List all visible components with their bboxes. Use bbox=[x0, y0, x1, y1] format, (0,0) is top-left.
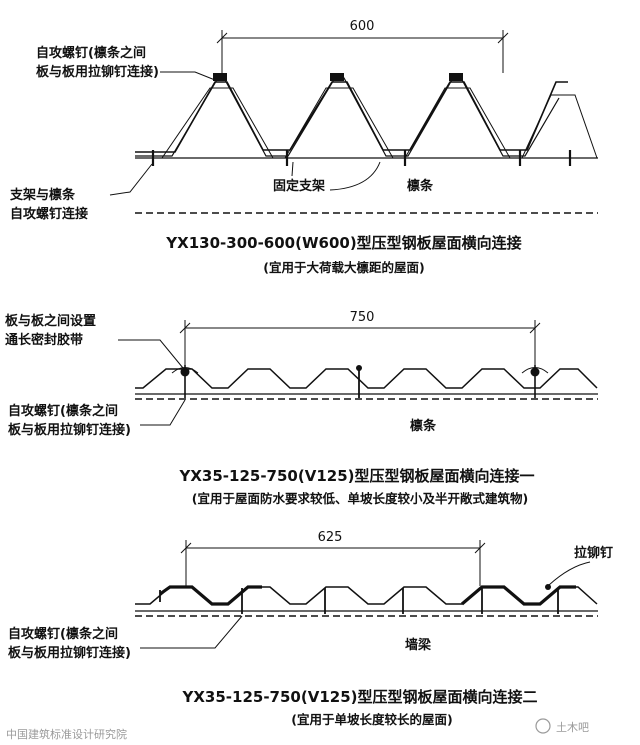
section-2-v125-profile-1: 750 板与板之间设置 通长密封胶带 自攻螺钉(檩条之间 板与板用拉铆钉连接) … bbox=[5, 310, 598, 506]
fastener-label-line1: 自攻螺钉(檩条之间 bbox=[8, 626, 118, 642]
fixed-support-leader-2 bbox=[329, 161, 381, 191]
fastener-label-line1: 自攻螺钉(檩条之间 bbox=[8, 403, 118, 419]
fastener-label-line2: 板与板用拉铆钉连接) bbox=[36, 64, 159, 80]
bracket-leader bbox=[109, 163, 153, 196]
rivet-label: 拉铆钉 bbox=[574, 545, 613, 561]
section-3-note: (宜用于单坡长度较长的屋面) bbox=[291, 712, 452, 727]
purlin-label: 檩条 bbox=[407, 178, 434, 194]
dimension-label: 600 bbox=[350, 19, 375, 34]
sheet-profile-back bbox=[150, 87, 598, 159]
dimension-label: 625 bbox=[318, 530, 343, 545]
wechat-icon bbox=[535, 718, 551, 734]
section-3-v125-profile-2: 625 拉铆钉 自攻螺钉(檩条之间 板与板用拉铆钉连接) 墙梁 YX35-125… bbox=[8, 530, 613, 727]
dimension-label: 750 bbox=[350, 310, 375, 325]
fastener-leader bbox=[140, 399, 186, 426]
fastener-leader bbox=[140, 615, 243, 649]
ridge-fastener-2 bbox=[330, 73, 344, 81]
seal-leader bbox=[118, 339, 184, 369]
rivet-leader bbox=[548, 561, 591, 586]
section-2-title: YX35-125-750(V125)型压型钢板屋面横向连接一 bbox=[178, 467, 534, 485]
wall-beam-label: 墙梁 bbox=[405, 637, 432, 653]
fastener-marks bbox=[159, 584, 559, 614]
sheet-profile bbox=[135, 368, 598, 389]
section-1-note: (宜用于大荷载大檩距的屋面) bbox=[263, 260, 424, 275]
watermark-left: 中国建筑标准设计研究院 bbox=[6, 727, 127, 741]
overlap-thick-left bbox=[159, 585, 262, 606]
seal-label-line2: 通长密封胶带 bbox=[5, 332, 83, 348]
ridge-fastener-1 bbox=[213, 73, 227, 81]
section-3-title: YX35-125-750(V125)型压型钢板屋面横向连接二 bbox=[181, 688, 537, 706]
fastener-label-line1: 自攻螺钉(檩条之间 bbox=[36, 45, 146, 61]
overlap-thick-right bbox=[460, 585, 576, 606]
fastener-label-line2: 板与板用拉铆钉连接) bbox=[8, 645, 131, 661]
fastener-label-line2: 板与板用拉铆钉连接) bbox=[8, 422, 131, 438]
seal-label-line1: 板与板之间设置 bbox=[5, 313, 96, 329]
dimension-750: 750 bbox=[179, 310, 541, 365]
dimension-625: 625 bbox=[180, 530, 486, 586]
ridge-fastener-3 bbox=[449, 73, 463, 81]
seal-tape-marks bbox=[180, 365, 540, 398]
purlin-label: 檩条 bbox=[410, 418, 437, 434]
dimension-600: 600 bbox=[216, 19, 509, 73]
watermark-right: 土木吧 bbox=[556, 721, 589, 734]
fixed-support-leader-1 bbox=[291, 161, 294, 177]
section-2-note: (宜用于屋面防水要求较低、单坡长度较小及半开敞式建筑物) bbox=[192, 491, 528, 506]
bracket-label-line2: 自攻螺钉连接 bbox=[10, 206, 88, 222]
section-1-title: YX130-300-600(W600)型压型钢板屋面横向连接 bbox=[165, 234, 521, 252]
section-1-trapezoidal-profile: 600 自攻螺钉(檩条之间 板与板用拉铆钉连接) 支架与檩条 自攻螺钉连接 固定… bbox=[9, 19, 598, 275]
bracket-label-line1: 支架与檩条 bbox=[9, 187, 76, 203]
sheet-profile-inner bbox=[135, 77, 560, 157]
fastener-leader bbox=[160, 71, 216, 81]
fixed-support-label: 固定支架 bbox=[273, 178, 325, 194]
fixed-support-marks bbox=[151, 150, 572, 166]
